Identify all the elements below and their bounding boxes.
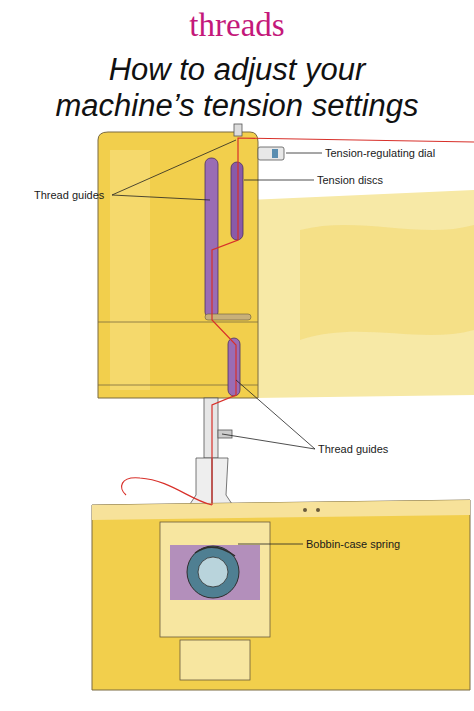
leader-line [238,544,303,545]
machine-arm [250,190,474,398]
slide-plate [180,640,250,680]
bed-dot [303,508,307,512]
part-label: Thread guides [318,443,388,456]
leader-line [112,140,236,195]
bed-top [92,500,470,520]
machine-bed [92,500,470,690]
logo: threads [0,6,474,44]
thread-tail [122,478,212,505]
needle-bar [204,398,218,458]
head-seam [98,322,258,323]
leader-line [112,195,210,200]
front-plate [160,522,270,637]
spool-pin [234,124,242,136]
lower-guide-slot [228,338,240,396]
part-label: Tension-regulating dial [325,147,435,160]
leader-line [222,434,315,449]
dial-marker [272,149,278,158]
upper-thread [212,138,474,505]
head-highlight [110,150,150,390]
bobbin-spring [195,547,235,556]
bobbin-case [187,546,239,598]
bed-dot [316,508,320,512]
arm-shading [300,225,474,340]
bobbin [198,557,228,587]
leader-line [286,153,322,154]
tension-dial [258,147,284,160]
presser-foot [186,458,236,510]
part-label: Thread guides [34,189,104,202]
title: How to adjust your machine’s tension set… [12,52,462,124]
machine-head [98,132,258,398]
bobbin-area [170,545,260,600]
leader-line [244,180,314,181]
part-label: Tension discs [317,174,383,187]
tension-slot [231,162,243,240]
thumb-screw [218,430,232,438]
leader-line [236,380,315,449]
part-label: Bobbin-case spring [306,538,400,551]
